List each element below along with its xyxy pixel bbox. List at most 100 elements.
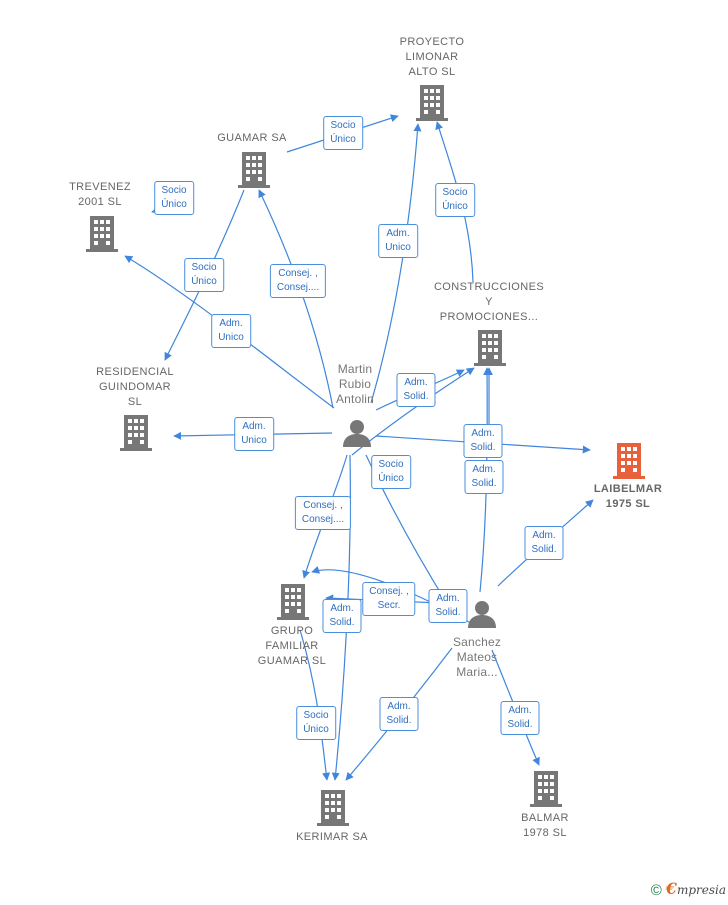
edge-label-line: Socio — [303, 710, 329, 721]
edge-label[interactable]: Adm.Unico — [378, 224, 418, 258]
edge-label-line: Socio — [330, 120, 356, 131]
edge-label-line: Adm. — [472, 464, 496, 475]
edge-label-line: Solid. — [471, 478, 497, 489]
edge-label[interactable]: Consej. , Consej.... — [269, 264, 327, 298]
edge-label[interactable]: Adm.Solid. — [396, 373, 436, 407]
edge-label[interactable]: Adm. Solid. — [379, 697, 419, 731]
node-label-line: BALMAR — [521, 812, 569, 824]
edge-label-line: Solid. — [386, 715, 412, 726]
edge-label-line: Adm. — [219, 318, 243, 329]
node-label-line: FAMILIAR — [265, 640, 319, 652]
edge-label-line: Único — [161, 199, 187, 210]
edge-label-line: Único — [378, 473, 404, 484]
edge-line — [370, 123, 422, 404]
edge-label-line: Adm. — [242, 421, 266, 432]
edge-label[interactable]: Consej. ,Consej.... — [294, 496, 352, 530]
node-label-guamar[interactable]: GUAMAR SA — [217, 131, 287, 146]
footer: ©€mpresia — [651, 879, 726, 899]
edge-label[interactable]: Adm. Solid. — [500, 701, 540, 735]
edge-label-line: Adm. — [532, 530, 556, 541]
edges-layer — [124, 114, 594, 781]
edge-label-line: Consej.... — [276, 282, 320, 293]
edge-line — [479, 367, 492, 593]
edge-label-line: Socio — [191, 262, 217, 273]
node-label-trevenez[interactable]: TREVENEZ 2001 SL — [69, 180, 131, 210]
edge-label-line: Adm. — [508, 705, 532, 716]
edge-label-line: Solid. — [507, 719, 533, 730]
node-label-kerimar[interactable]: KERIMAR SA — [296, 830, 368, 845]
edge-label-line: Consej. , — [369, 586, 409, 597]
person-icon[interactable] — [343, 420, 371, 447]
node-label-line: Martin — [337, 362, 373, 376]
edge-label-line: Secr. — [377, 600, 401, 611]
edge-label[interactable]: Adm. Solid. — [524, 526, 564, 560]
company-building-icon[interactable] — [238, 152, 270, 188]
edge-label-line: Único — [330, 134, 356, 145]
node-label-line: SL — [127, 396, 143, 408]
edge-label[interactable]: Consej. , Secr. — [362, 582, 416, 616]
edge-label[interactable]: Adm. Solid. — [464, 460, 504, 494]
node-label-line: 1978 SL — [523, 827, 567, 839]
node-label-line: Sanchez — [452, 635, 502, 649]
node-label-line: RESIDENCIAL — [96, 366, 174, 378]
node-label-line: GUAMAR SL — [257, 655, 327, 667]
node-label-line: ALTO SL — [408, 66, 456, 78]
node-label-line: Mateos — [456, 650, 498, 664]
edge-label-line: Solid. — [435, 607, 461, 618]
node-label-construcciones[interactable]: CONSTRUCCIONES Y PROMOCIONES... — [434, 280, 544, 325]
person-icon[interactable] — [468, 601, 496, 628]
node-label-line: GRUPO — [270, 625, 314, 637]
company-building-icon[interactable] — [416, 85, 448, 121]
edge-label-line: Unico — [241, 435, 267, 446]
highlighted-company-icon[interactable] — [613, 443, 645, 479]
node-label-grupo[interactable]: GRUPO FAMILIAR GUAMAR SL — [258, 624, 326, 669]
edge-label-line: Adm. — [387, 701, 411, 712]
node-label-line: TREVENEZ — [69, 181, 131, 193]
node-label-balmar[interactable]: BALMAR 1978 SL — [521, 811, 569, 841]
edge-label[interactable]: Adm. Solid. — [428, 589, 468, 623]
edge-label-line: Consej.... — [301, 514, 345, 525]
edge-label[interactable]: Adm.Solid. — [322, 599, 362, 633]
edge-label-line: Adm. — [386, 228, 410, 239]
brand-rest: mpresia — [676, 883, 726, 897]
edge-label[interactable]: Adm.Solid. — [463, 424, 503, 458]
company-building-icon[interactable] — [317, 790, 349, 826]
edge-label-line: Adm. — [436, 593, 460, 604]
node-label-line: Maria... — [456, 665, 498, 679]
node-label-line: LIMONAR — [405, 51, 459, 63]
edge-label[interactable]: Adm.Unico — [211, 314, 251, 348]
edge-label-line: Único — [303, 724, 329, 735]
company-building-icon[interactable] — [277, 584, 309, 620]
company-building-icon[interactable] — [530, 771, 562, 807]
edge-label-line: Socio — [161, 185, 187, 196]
edge-label-line: Consej. , — [278, 268, 318, 279]
node-label-residencial[interactable]: RESIDENCIAL GUINDOMAR SL — [96, 365, 174, 410]
company-building-icon[interactable] — [474, 330, 506, 366]
brand-logo[interactable]: €mpresia — [666, 879, 726, 898]
edge-label-line: Único — [191, 276, 217, 287]
node-label-line: Y — [485, 296, 493, 308]
edge-label-line: Único — [442, 201, 468, 212]
company-building-icon[interactable] — [120, 415, 152, 451]
node-label-line: CONSTRUCCIONES — [433, 281, 545, 293]
edge-label-line: Solid. — [470, 442, 496, 453]
node-label-line: LAIBELMAR — [593, 483, 663, 495]
edge-label-line: Solid. — [329, 617, 355, 628]
node-label-line: PROMOCIONES... — [439, 311, 539, 323]
node-label-line: 2001 SL — [78, 196, 122, 208]
edge-label-line: Solid. — [531, 544, 557, 555]
edge-label[interactable]: Adm. Unico — [234, 417, 274, 451]
node-label-line: GUINDOMAR — [98, 381, 172, 393]
company-building-icon[interactable] — [86, 216, 118, 252]
